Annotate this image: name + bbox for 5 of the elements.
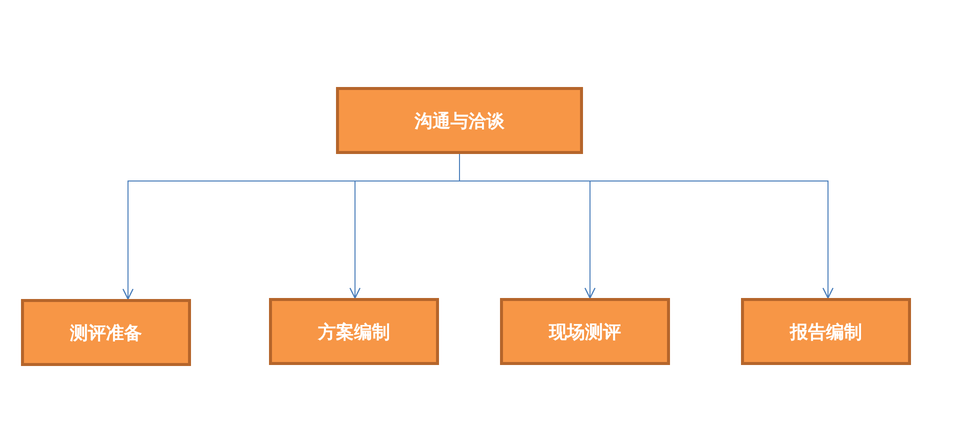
process-box: 沟通与洽谈 — [336, 87, 583, 154]
process-box: 报告编制 — [741, 298, 911, 365]
process-box: 测评准备 — [21, 299, 191, 366]
process-box: 现场测评 — [500, 298, 670, 365]
process-box: 方案编制 — [269, 298, 439, 365]
